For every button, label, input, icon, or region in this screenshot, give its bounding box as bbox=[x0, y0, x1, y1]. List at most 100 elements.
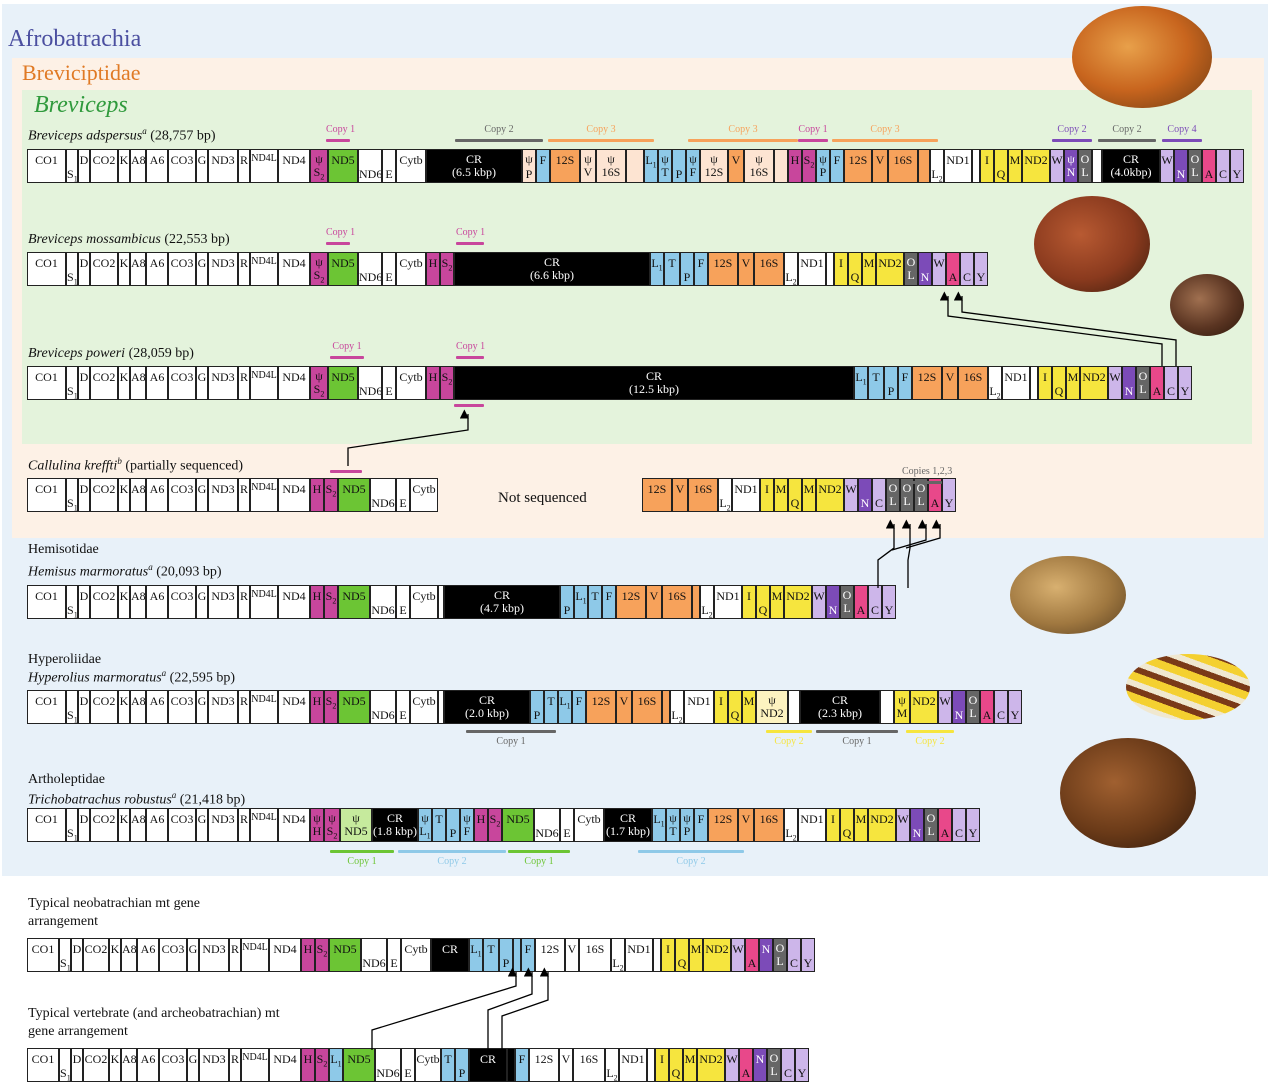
gene-label: F bbox=[833, 153, 841, 167]
gene-label: G bbox=[188, 942, 198, 956]
gene-label: CO3 bbox=[170, 153, 194, 167]
gene-label: CR bbox=[619, 811, 636, 825]
gene-label: Cytb bbox=[404, 942, 428, 956]
gene-label: ψ bbox=[315, 369, 323, 383]
gene-box: 16S bbox=[688, 478, 718, 512]
gene-label: H bbox=[312, 589, 322, 603]
gene-label: ND5 bbox=[344, 824, 368, 838]
gene-label: M bbox=[684, 1052, 696, 1066]
gene-box: ND4L bbox=[250, 808, 278, 842]
gene-subscript: 2 bbox=[333, 831, 338, 841]
gene-label: Cytb bbox=[412, 694, 436, 708]
gene-label: (1.8 kbp) bbox=[373, 824, 417, 838]
gene-label: P bbox=[819, 165, 827, 179]
gene-label: R bbox=[239, 482, 248, 496]
gene-label: ND2 bbox=[786, 589, 810, 603]
gene-box: C bbox=[952, 808, 966, 842]
gene-label: V bbox=[945, 370, 955, 384]
gene-label: Y bbox=[1010, 708, 1020, 722]
gene-box: M bbox=[854, 808, 868, 842]
gene-label: ND3 bbox=[211, 482, 235, 496]
gene-box bbox=[653, 938, 661, 972]
gene-box: E bbox=[396, 690, 410, 724]
copy-label: Copy 1 bbox=[456, 227, 486, 238]
gene-label: Y bbox=[803, 956, 813, 970]
gene-label: W bbox=[726, 1052, 738, 1066]
gene-label: S1 bbox=[67, 167, 78, 183]
gene-box: ND3 bbox=[208, 149, 238, 183]
gene-label: D bbox=[79, 256, 89, 270]
gene-label: H bbox=[303, 1052, 313, 1066]
gene-label: ND4 bbox=[282, 482, 306, 496]
gene-box: CO1 bbox=[27, 808, 66, 842]
gene-label: V bbox=[675, 482, 685, 496]
gene-label: N bbox=[761, 942, 771, 956]
gene-box: S1 bbox=[66, 366, 78, 400]
gene-box: CO3 bbox=[168, 478, 196, 512]
gene-subscript: 2 bbox=[332, 596, 337, 606]
gene-label: 12S bbox=[848, 153, 868, 167]
gene-box: 16S bbox=[632, 690, 662, 724]
gene-box: P bbox=[680, 252, 694, 286]
copy-bar bbox=[1098, 139, 1156, 142]
gene-box: W bbox=[844, 478, 858, 512]
gene-box: 12S bbox=[529, 1048, 559, 1082]
gene-box: CR(2.0 kbp) bbox=[444, 690, 530, 724]
gene-label: ψ bbox=[898, 693, 906, 707]
gene-box: A6 bbox=[146, 478, 168, 512]
gene-box: P bbox=[455, 1048, 469, 1082]
gene-label: I bbox=[985, 153, 989, 167]
gene-label: (2.3 kbp) bbox=[818, 706, 862, 720]
gene-box: R bbox=[238, 690, 250, 724]
gene-label: E bbox=[399, 496, 407, 510]
gene-label: ψ bbox=[525, 152, 533, 166]
species-superscript: a bbox=[171, 790, 177, 800]
gene-label: ND3 bbox=[211, 812, 235, 826]
gene-label: Q bbox=[730, 708, 740, 722]
gene-box: D bbox=[78, 690, 90, 724]
gene-label: CO1 bbox=[31, 942, 55, 956]
gene-label: CR bbox=[1122, 152, 1139, 166]
gene-label: F bbox=[575, 694, 583, 708]
gene-box: T bbox=[664, 252, 680, 286]
gene-label: ψ bbox=[669, 811, 677, 825]
gene-box: L2 bbox=[611, 938, 625, 972]
gene-label: 12S bbox=[591, 694, 611, 708]
gene-box: R bbox=[229, 938, 241, 972]
gene-box: Y bbox=[1008, 690, 1022, 724]
genome-size: (22,553 bp) bbox=[160, 232, 230, 247]
gene-label: M bbox=[863, 256, 875, 270]
gene-label: ND6 bbox=[359, 384, 382, 398]
gene-label: I bbox=[1043, 370, 1047, 384]
gene-label: ψ bbox=[683, 811, 691, 825]
gene-box: N bbox=[753, 1048, 767, 1082]
gene-subscript: 1 bbox=[477, 949, 482, 959]
gene-label: (4.7 kbp) bbox=[480, 601, 524, 615]
gene-box: A8 bbox=[130, 585, 146, 619]
gene-box: ND5 bbox=[343, 1048, 375, 1082]
genome-size: (28,757 bp) bbox=[146, 128, 216, 144]
gene-label: (1.7 kbp) bbox=[606, 824, 650, 838]
gene-label: A bbox=[982, 708, 992, 722]
gene-label: 12S bbox=[555, 153, 575, 167]
gene-subscript: 2 bbox=[320, 172, 325, 182]
gene-box: A8 bbox=[130, 252, 146, 286]
gene-subscript: 1 bbox=[73, 610, 78, 619]
gene-label: CO1 bbox=[35, 370, 58, 384]
species-title: Trichobatrachus robustusa (21,418 bp) bbox=[28, 790, 245, 809]
gene-label: P bbox=[683, 270, 691, 284]
gene-label: D bbox=[72, 942, 82, 956]
gene-label: D bbox=[79, 153, 89, 167]
gene-box: M bbox=[770, 585, 784, 619]
gene-box: H bbox=[474, 808, 488, 842]
gene-box: CO2 bbox=[90, 252, 118, 286]
gene-label: ND6 bbox=[362, 956, 386, 970]
gene-box: CO3 bbox=[159, 1048, 187, 1082]
gene-box: CO1 bbox=[27, 585, 66, 619]
gene-box: CO3 bbox=[168, 690, 196, 724]
gene-label: CR bbox=[441, 942, 458, 956]
